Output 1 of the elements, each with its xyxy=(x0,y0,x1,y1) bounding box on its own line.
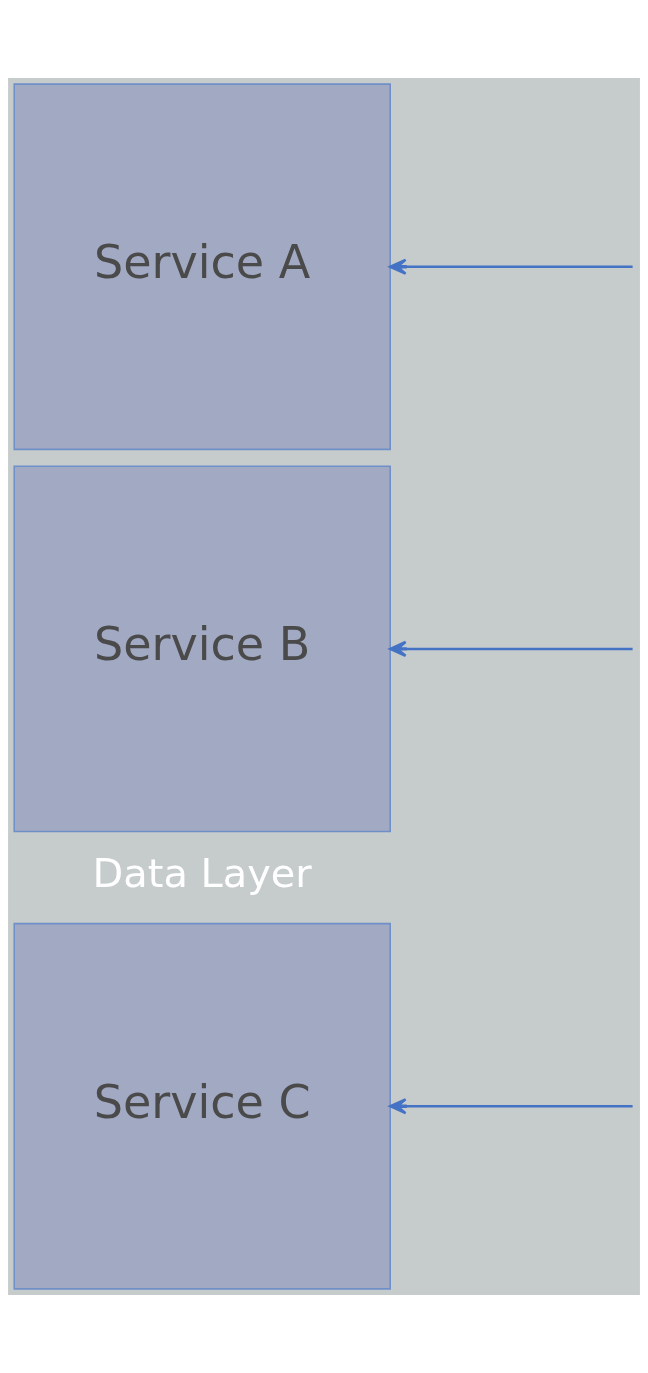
label: Data Layer xyxy=(92,850,312,897)
